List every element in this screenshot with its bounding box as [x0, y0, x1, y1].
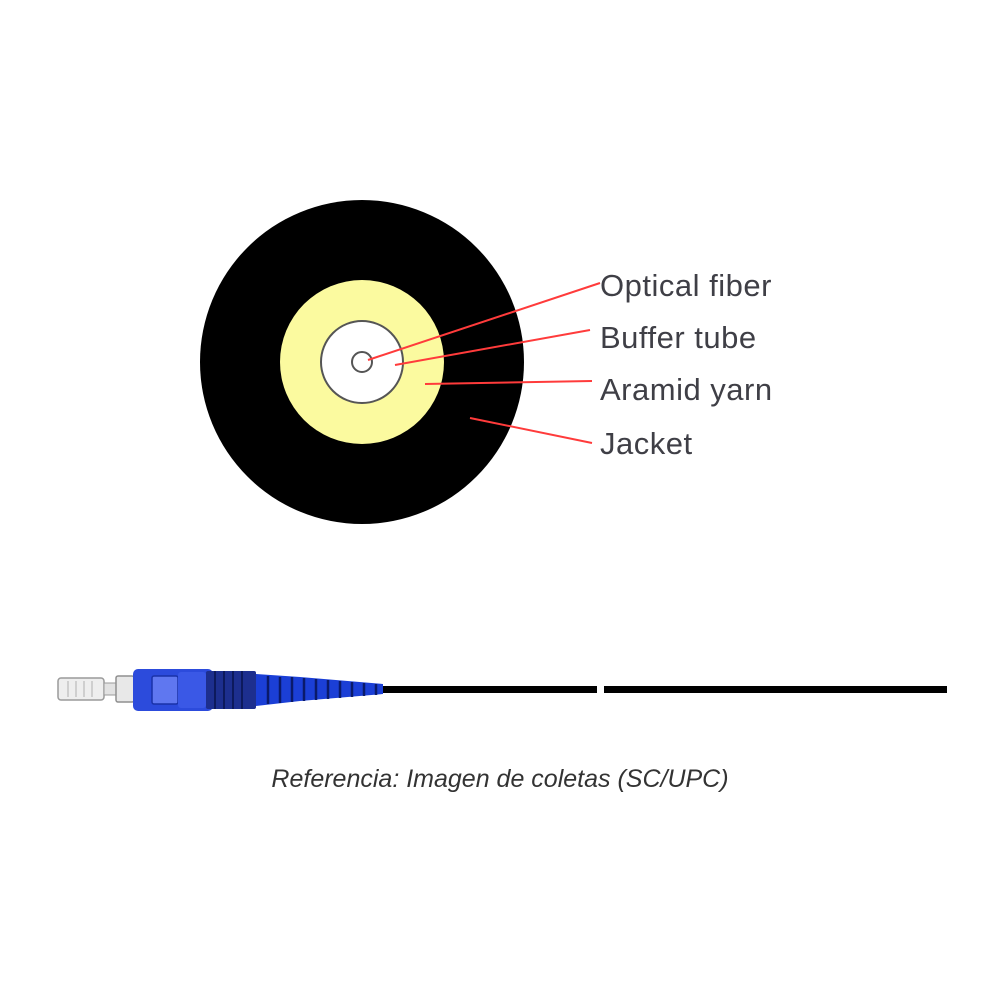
cable-segment-2	[604, 686, 947, 693]
optical-fiber-core	[351, 351, 373, 373]
jacket-leader	[469, 417, 593, 444]
optical-fiber-leader	[367, 282, 601, 361]
buffer-tube-leader	[394, 329, 591, 366]
layer-labels: Optical fiber Buffer tube Aramid yarn Ja…	[600, 268, 773, 461]
leader-lines	[367, 282, 601, 444]
sc-connector-body	[133, 669, 256, 711]
label-aramid-yarn: Aramid yarn	[600, 372, 773, 407]
aramid-yarn-leader	[424, 380, 593, 385]
label-buffer-tube: Buffer tube	[600, 320, 757, 355]
sc-upc-pigtail	[57, 669, 947, 711]
cable-cross-section	[200, 200, 524, 524]
figure-caption: Referencia: Imagen de coletas (SC/UPC)	[271, 765, 729, 793]
label-optical-fiber: Optical fiber	[600, 268, 772, 303]
dust-cap	[57, 675, 135, 703]
cable-segment-1	[383, 686, 597, 693]
label-jacket: Jacket	[600, 426, 693, 461]
strain-relief-boot	[256, 674, 383, 706]
